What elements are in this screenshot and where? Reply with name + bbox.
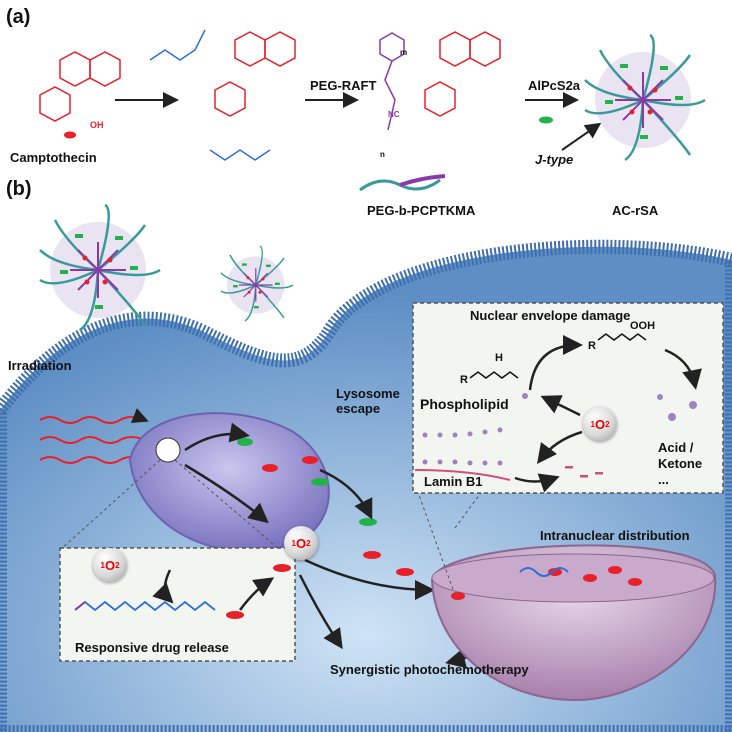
cpt-drug-icon (64, 131, 76, 139)
h-label: H (495, 352, 503, 364)
micelle-small (220, 245, 294, 322)
j-type-label: J-type (535, 152, 574, 167)
hydroperoxide-structure (597, 333, 647, 341)
lamin-b1 (414, 469, 511, 481)
panel-a-label: (a) (6, 6, 31, 28)
acid-label: Acid / (658, 440, 694, 455)
cpt-monomer-structure (214, 31, 296, 117)
synergistic-label: Synergistic photochemotherapy (330, 662, 529, 677)
linker-structure (149, 29, 271, 161)
nuclear-box-title: Nuclear envelope damage (470, 308, 631, 323)
camptothecin-label: Camptothecin (10, 150, 97, 165)
polymer-structure (379, 32, 405, 131)
dna-icon (519, 567, 569, 577)
camptothecin-structure (39, 51, 121, 122)
n-label: n (380, 150, 385, 159)
irradiation-waves (39, 408, 149, 464)
polymer-label: PEG-b-PCPTKMA (367, 203, 476, 218)
micelle-ac-rsa (584, 33, 706, 162)
thioketal-linker (74, 600, 216, 612)
phospholipid-label: Phospholipid (420, 396, 509, 412)
intranuclear-label: Intranuclear distribution (540, 528, 690, 543)
peg-raft-label: PEG-RAFT (310, 78, 377, 93)
nuclear-envelope-box (412, 302, 724, 494)
micelle-in-lysosome (155, 437, 181, 463)
alpcs2a-dye-icon (539, 116, 553, 124)
j-type-arrow (561, 122, 602, 151)
ac-rsa-label: AC-rSA (612, 203, 659, 218)
responsive-release-label: Responsive drug release (75, 640, 229, 655)
alpcs2a-label: AlPcS2a (528, 78, 581, 93)
panel-b-label: (b) (6, 178, 32, 200)
lysosome-escape-label: Lysosome escape (336, 386, 400, 416)
micelle-large (38, 203, 162, 332)
ooh-label: OOH (630, 320, 656, 332)
ellipsis-label: ... (658, 472, 669, 487)
irradiation-label: Irradiation (8, 358, 72, 373)
m-label: m (400, 48, 408, 57)
released-drugs (237, 438, 414, 576)
nc-label: NC (388, 110, 400, 119)
r-label-phospholipid: R (460, 374, 468, 386)
lamin-label: Lamin B1 (424, 474, 483, 489)
ketone-label: Ketone (658, 456, 703, 471)
phospholipid-structure (469, 371, 519, 379)
r-label-ooh: R (588, 340, 596, 352)
oh-label: OH (90, 120, 104, 130)
